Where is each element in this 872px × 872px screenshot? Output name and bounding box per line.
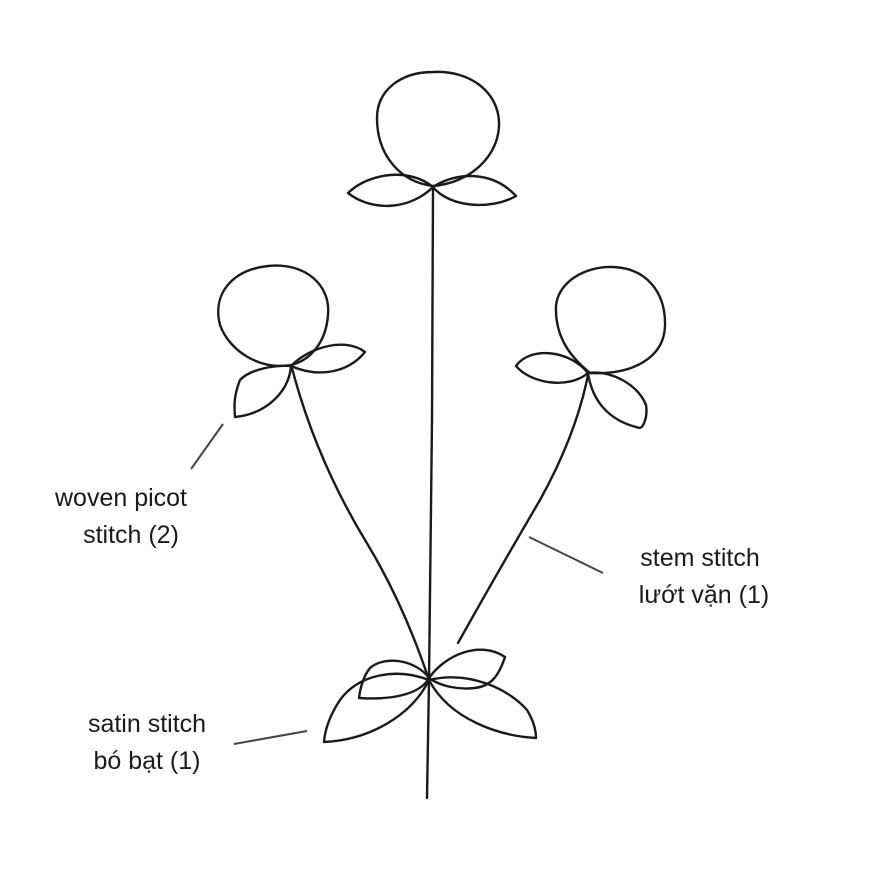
woven-picot-label: woven picot stitch (2) [54,484,187,549]
left-flower-head [217,264,330,368]
satin-stitch-leader-line [233,730,308,745]
base-leaf-left-large [322,672,431,744]
satin-stitch-label: satin stitch bó bạt (1) [88,710,206,775]
woven-picot-label-line1: woven picot [54,484,187,512]
stem-stitch-leader-line [528,536,604,574]
top-flower-right-sepal [431,174,518,207]
stem-stitch-label: stem stitch lướt vặn (1) [639,544,769,609]
leader-lines [190,423,604,745]
labels: woven picot stitch (2) stem stitch lướt … [54,484,769,775]
center-stem [425,186,435,800]
flower-drawing [217,70,667,800]
left-flower-left-sepal [233,364,293,419]
woven-picot-leader-line [190,423,224,470]
right-flower-left-sepal [514,352,590,384]
base-leaf-left-small [357,659,431,700]
top-flower-left-sepal [346,173,435,208]
satin-stitch-label-line1: satin stitch [88,710,206,738]
right-stem [456,373,590,645]
top-flower-head [375,70,501,188]
left-flower-right-sepal [289,343,367,374]
stem-stitch-label-line2: lướt vặn (1) [639,581,769,609]
stem-stitch-label-line1: stem stitch [640,544,759,572]
right-flower-head [554,265,667,375]
left-stem [290,366,431,682]
right-flower-right-sepal [586,371,648,430]
base-leaf-right-small [427,648,507,690]
woven-picot-label-line2: stitch (2) [83,521,179,549]
satin-stitch-label-line2: bó bạt (1) [93,747,200,775]
base-leaf-right-large [427,676,538,740]
